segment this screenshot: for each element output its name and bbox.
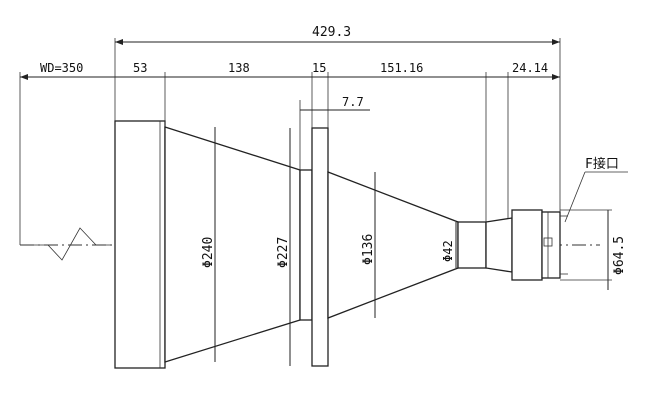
dim-working-distance: WD=350 <box>40 61 83 75</box>
arrow-seg-right <box>552 74 560 80</box>
dim-front-flange: 53 <box>133 61 147 75</box>
dim-front-cone: 138 <box>228 61 250 75</box>
front-barrel <box>114 120 166 369</box>
neck-tube <box>457 221 487 269</box>
dim-rear-cone: 151.16 <box>380 61 423 75</box>
mount-type-label: F接口 <box>585 156 619 172</box>
f-mount-flange <box>541 211 561 279</box>
dia-mount-645: Φ64.5 <box>612 236 627 275</box>
dia-front-240: Φ240 <box>201 237 216 268</box>
flange-hub <box>299 169 313 321</box>
dim-mid-flange: 15 <box>312 61 326 75</box>
mount-ring <box>511 209 543 281</box>
dia-rear-136: Φ136 <box>361 234 376 265</box>
dim-flange-step: 7.7 <box>342 95 364 109</box>
dia-flange-227: Φ227 <box>276 237 291 268</box>
dim-mount: 24.14 <box>512 61 548 75</box>
dia-neck-42: Φ42 <box>441 240 455 262</box>
mount-taper <box>485 217 513 273</box>
dim-overall-length: 429.3 <box>312 25 351 40</box>
mid-flange <box>311 127 329 367</box>
mount-lock-pin <box>543 237 553 247</box>
arrow-wd-left <box>20 74 28 80</box>
arrow-overall-left <box>115 39 123 45</box>
rear-cone <box>327 171 459 319</box>
arrow-overall-right <box>552 39 560 45</box>
mount-leader-line <box>564 171 586 223</box>
wd-break-line <box>20 227 112 261</box>
